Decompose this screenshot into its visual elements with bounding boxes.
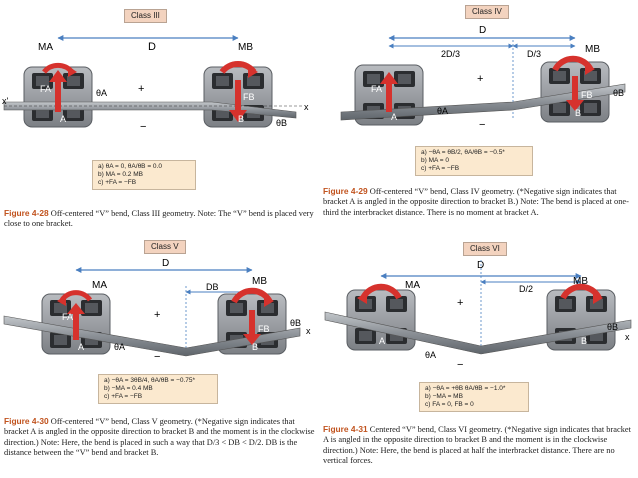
class-label: Class III [124, 9, 167, 23]
force-arrow-a [386, 82, 392, 112]
class-iv-diagram: D 2D/3 D/3 MB FA FB θA θB + − A B [340, 25, 626, 131]
bracket-label-a: A [78, 342, 84, 352]
angle-label-b: θB [276, 118, 287, 128]
note-line: a) −θA = θB/2, θA/θB = −0.5* [421, 149, 505, 156]
caption-text: Off-centered “V” bend, Class III geometr… [4, 209, 314, 229]
note-line: a) θA = 0, θA/θB = 0.0 [98, 163, 162, 170]
bracket-label-b: B [238, 114, 244, 124]
axis-label-right: x [306, 326, 311, 336]
axis-label-left: x' [2, 96, 9, 106]
dist-label: D/2 [519, 284, 533, 294]
note-line: b) MA = 0 [421, 157, 449, 164]
force-arrow-b [249, 310, 255, 336]
force-label-b: FB [581, 90, 593, 100]
moment-arrow-b [560, 283, 602, 300]
bracket-label-b: B [581, 336, 587, 346]
figure-caption: Figure 4-29 Off-centered “V” bend, Class… [323, 186, 635, 218]
force-arrow-b [572, 76, 578, 102]
caption-text: Off-centered “V” bend, Class IV geometry… [323, 187, 629, 217]
force-label-a: FA [62, 312, 73, 322]
figure-caption: Figure 4-28 Off-centered “V” bend, Class… [4, 208, 314, 230]
moment-label-a: MA [38, 42, 53, 53]
moment-label-b: MB [238, 42, 253, 53]
angle-label-b: θB [607, 322, 618, 332]
force-arrow-b [235, 80, 241, 112]
force-arrow-a [73, 312, 79, 340]
note-line: a) −θA = +θB θA/θB = −1.0* [425, 385, 506, 392]
angle-label-a: θA [437, 106, 448, 116]
plus-sign: + [477, 73, 483, 85]
note-line: c) +FA = −FB [104, 393, 143, 400]
angle-label-a: θA [114, 342, 125, 352]
axis-label-right: x [304, 102, 309, 112]
panel-class-vi: Class VI D D/2 MA MB θA θB x + − A B a) … [319, 240, 638, 478]
dist-label: 2D/3 [441, 49, 460, 59]
bracket-label-a: A [379, 336, 385, 346]
archwire [3, 315, 301, 357]
force-label-a: FA [371, 84, 382, 94]
figure-number: Figure 4-30 [4, 416, 49, 426]
moment-label-a: MA [92, 280, 107, 291]
moment-label-b: MB [573, 276, 588, 287]
angle-label-a: θA [96, 88, 107, 98]
force-arrow-a [55, 80, 61, 112]
class-vi-diagram: D D/2 MA MB θA θB x + − A B [324, 260, 632, 371]
dist-label: D [479, 25, 486, 36]
note-line: b) −MA = MB [425, 393, 463, 400]
dist-label: D [148, 41, 156, 53]
note-line: b) MA = 0.2 MB [98, 171, 143, 178]
figure-number: Figure 4-28 [4, 208, 49, 218]
archwire [340, 83, 626, 121]
note-line: b) −MA = 0.4 MB [104, 385, 153, 392]
bracket-label-a: A [60, 114, 66, 124]
force-label-b: FB [243, 92, 255, 102]
note-line: c) +FA = −FB [98, 179, 137, 186]
plus-sign: + [138, 83, 144, 95]
caption-text: Off-centered “V” bend, Class V geometry.… [4, 417, 315, 457]
note-box: a) −θA = θB/2, θA/θB = −0.5* b) MA = 0 c… [415, 146, 533, 176]
class-label: Class IV [465, 5, 509, 19]
moment-label-b: MB [252, 276, 267, 287]
bracket-label-a: A [391, 112, 397, 122]
moment-label-b: MB [585, 44, 600, 55]
panel-class-iii: Class III D MA MB FA FB θA θB x' x + − A… [0, 0, 319, 240]
figure-number: Figure 4-31 [323, 424, 368, 434]
dist-label: D [162, 258, 169, 269]
note-line: c) FA = 0, FB = 0 [425, 401, 474, 408]
panel-class-v: Class V D DB MA MB FA FB θA θB x + − A B… [0, 240, 319, 478]
figure-caption: Figure 4-31 Centered “V” bend, Class VI … [323, 424, 635, 466]
note-box: a) −θA = +θB θA/θB = −1.0* b) −MA = MB c… [419, 382, 529, 412]
force-label-a: FA [40, 84, 51, 94]
class-label: Class VI [463, 242, 507, 256]
class-v-diagram: D DB MA MB FA FB θA θB x + − A B [3, 258, 311, 363]
minus-sign: − [457, 359, 463, 371]
angle-label-b: θB [613, 88, 624, 98]
figure-caption: Figure 4-30 Off-centered “V” bend, Class… [4, 416, 316, 458]
note-line: a) −θA = 3θB/4, θA/θB = −0.75* [104, 377, 196, 384]
force-label-b: FB [258, 324, 270, 334]
plus-sign: + [154, 309, 160, 321]
angle-label-b: θB [290, 318, 301, 328]
dist-label: DB [206, 282, 219, 292]
figure-number: Figure 4-29 [323, 186, 368, 196]
dist-label: D/3 [527, 49, 541, 59]
plus-sign: + [457, 297, 463, 309]
note-box: a) −θA = 3θB/4, θA/θB = −0.75* b) −MA = … [98, 374, 218, 404]
minus-sign: − [479, 119, 485, 131]
note-box: a) θA = 0, θA/θB = 0.0 b) MA = 0.2 MB c)… [92, 160, 196, 190]
minus-sign: − [140, 121, 146, 133]
axis-label-right: x [625, 332, 630, 342]
archwire [324, 311, 632, 355]
bracket-label-b: B [252, 342, 258, 352]
angle-label-a: θA [425, 350, 436, 360]
class-label: Class V [144, 240, 186, 254]
minus-sign: − [154, 351, 160, 363]
caption-text: Centered “V” bend, Class VI geometry. (*… [323, 425, 631, 465]
class-iii-diagram: D MA MB FA FB θA θB x' x + − A B [2, 35, 309, 133]
bracket-label-b: B [575, 108, 581, 118]
moment-label-a: MA [405, 280, 420, 291]
panel-class-iv: Class IV D 2D/3 D/3 MB FA FB θA θB + − A… [319, 0, 638, 240]
note-line: c) +FA = −FB [421, 165, 460, 172]
